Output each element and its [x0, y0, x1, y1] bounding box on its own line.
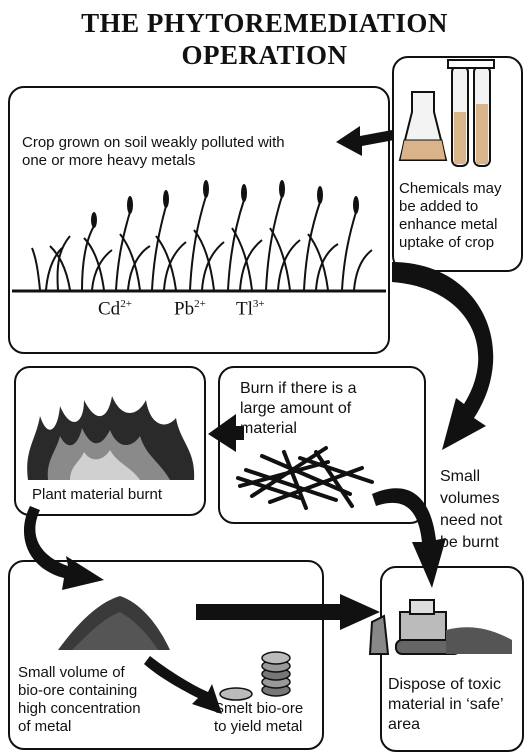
arrow-fire-to-bio-ore [24, 506, 104, 590]
test-tubes-icon [448, 60, 494, 166]
bulldozer-icon [370, 600, 512, 654]
arrow-bio-ore-to-smelt [144, 656, 222, 714]
brush-pile-icon [238, 448, 372, 508]
arrow-bio-ore-to-dispose [196, 594, 380, 630]
arrow-burn-to-dispose [372, 488, 446, 588]
flask-icon [400, 92, 446, 160]
metal-coins-icon [220, 652, 290, 700]
bio-ore-heap-icon [58, 596, 170, 650]
arrow-burn-to-fire [208, 414, 244, 452]
arrow-crop-to-burn [392, 262, 493, 450]
arrow-chemicals-to-crop [336, 126, 394, 156]
crop-plants-icon [32, 196, 372, 290]
flames-icon [27, 396, 194, 480]
